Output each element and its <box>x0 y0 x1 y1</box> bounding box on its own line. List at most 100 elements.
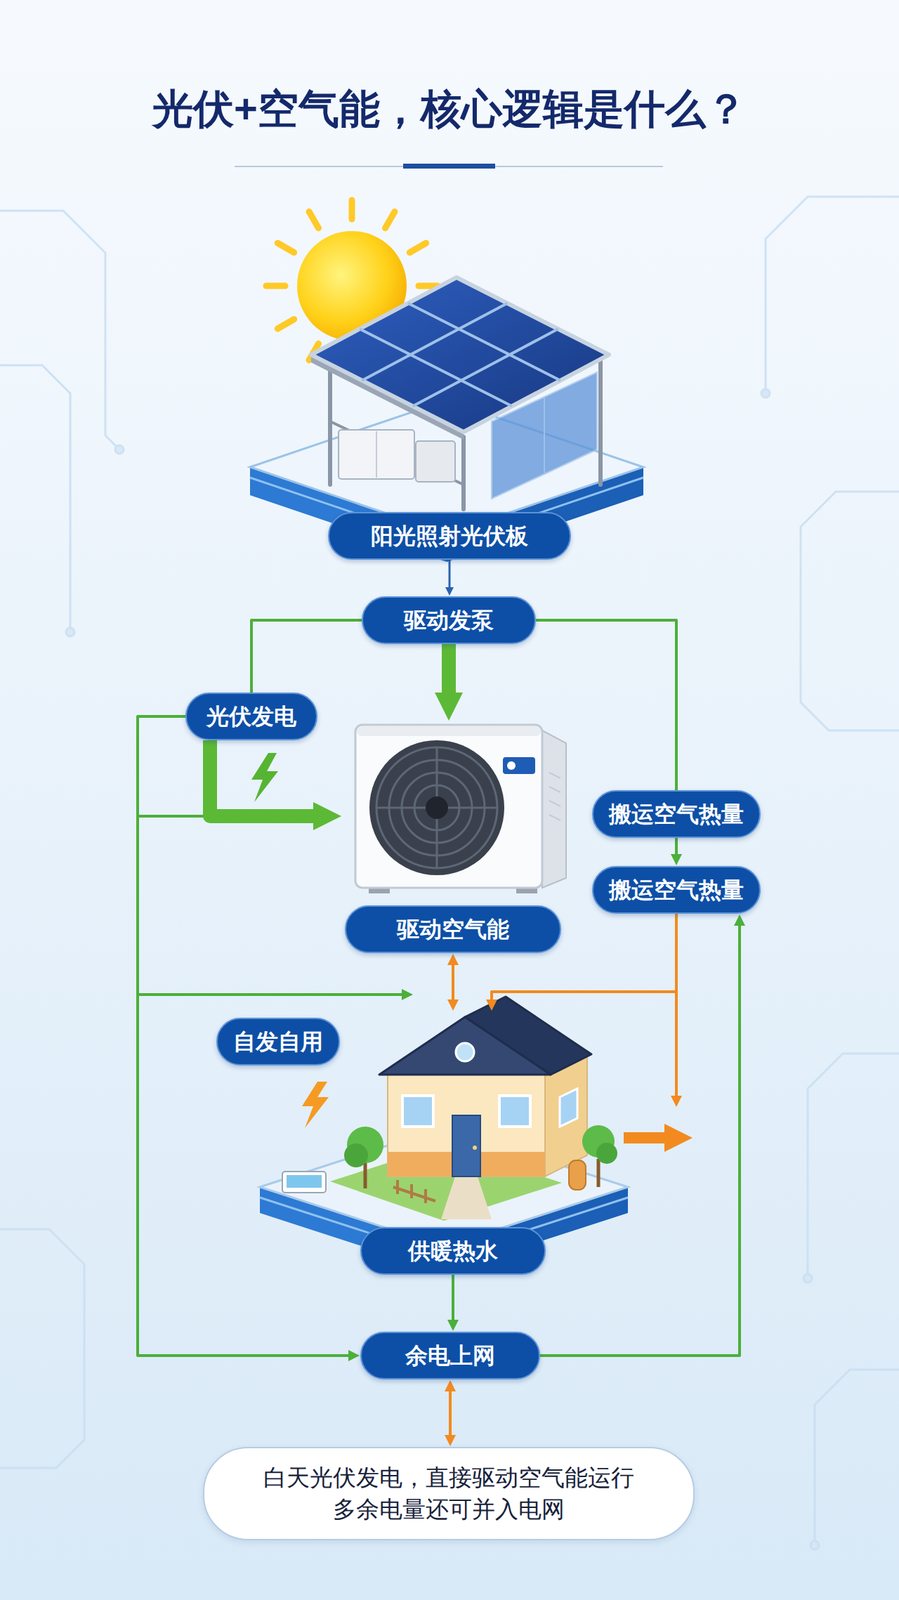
connector-arrow <box>448 1391 452 1435</box>
circuit-decor <box>761 389 770 398</box>
garden <box>344 1143 369 1168</box>
house <box>379 1016 551 1075</box>
flow-decor-arrow <box>137 814 213 818</box>
inverter-box <box>338 429 415 479</box>
sun-icon <box>385 211 396 228</box>
house <box>379 996 592 1177</box>
process-pill: 余电上网 <box>360 1331 541 1380</box>
flow-decor-arrow <box>674 991 678 1096</box>
garden <box>286 1175 322 1188</box>
heat-pump-node: 驱动空气能 <box>340 719 566 954</box>
circuit-decor <box>66 627 75 637</box>
process-pill: 驱动发泵 <box>361 596 536 645</box>
air-source-heat-pump <box>376 747 498 869</box>
house <box>402 1095 434 1127</box>
solar-panel <box>311 277 609 432</box>
node-label: 白天光伏发电，直接驱动空气能运行 多余电量还可并入电网 <box>225 1462 673 1525</box>
air-source-heat-pump <box>549 814 561 821</box>
air-source-heat-pump <box>502 757 536 774</box>
house <box>387 1071 546 1177</box>
air-source-heat-pump <box>376 747 498 869</box>
solar-panel <box>359 303 561 407</box>
lightning-icon <box>302 1081 329 1128</box>
house <box>559 1088 578 1127</box>
inverter-box <box>415 441 456 482</box>
sun-icon <box>266 283 286 290</box>
air-source-heat-pump <box>425 796 449 819</box>
garden <box>596 1158 601 1187</box>
air-source-heat-pump <box>507 761 516 770</box>
garden <box>393 1186 436 1202</box>
title-underline <box>495 165 664 168</box>
title-underline <box>403 163 496 169</box>
inverter-box <box>375 431 378 478</box>
node-label: 驱动发泵 <box>403 606 494 635</box>
connector-arrow <box>448 559 451 588</box>
solar-frame <box>330 421 464 485</box>
solar-frame <box>461 436 466 510</box>
process-pill: 搬运空气热量 <box>592 790 761 838</box>
house-platform <box>441 1176 492 1220</box>
node-label: 搬运空气热量 <box>608 875 744 904</box>
flow-decor-arrow <box>623 1132 665 1144</box>
title-underline <box>234 163 664 169</box>
node-label: 阳光照射光伏板 <box>327 512 572 560</box>
solar-panel <box>412 328 559 406</box>
circuit-decor <box>800 491 899 731</box>
process-pill: 自发自用 <box>216 1017 340 1066</box>
flow-decor-arrow <box>137 993 402 996</box>
garden <box>568 1160 586 1190</box>
house <box>499 1095 531 1127</box>
circuit-decor <box>765 196 899 394</box>
solar-frame <box>327 365 333 485</box>
garden <box>596 1142 618 1164</box>
node-label: 搬运空气热量 <box>608 799 744 829</box>
title-underline <box>234 165 404 168</box>
garden <box>363 1162 368 1189</box>
garden <box>410 1184 413 1199</box>
circuit-decor <box>814 1369 899 1546</box>
air-source-heat-pump <box>369 740 505 876</box>
sun-icon <box>409 243 426 253</box>
summary-box: 白天光伏发电，直接驱动空气能运行 多余电量还可并入电网 <box>202 1446 695 1541</box>
connector-arrow <box>441 644 456 693</box>
garden <box>424 1189 428 1204</box>
house <box>452 1115 481 1177</box>
air-source-heat-pump <box>549 800 561 807</box>
circuit-decor <box>0 196 899 1550</box>
house <box>472 1145 477 1150</box>
node-label: 余电上网 <box>405 1341 496 1370</box>
circuit-decor <box>0 365 71 633</box>
connector-arrow <box>451 965 455 1000</box>
connector-arrow <box>210 740 314 817</box>
house-node: 供暖热水 <box>354 1011 552 1275</box>
sun-icon <box>277 319 294 330</box>
node-label: 驱动空气能 <box>344 905 562 954</box>
circuit-decor <box>810 1540 819 1550</box>
node-label: 光伏发电 <box>206 702 297 731</box>
air-source-heat-pump <box>549 772 561 779</box>
solar-frame <box>598 358 603 485</box>
connector-arrow <box>251 620 362 693</box>
connector-arrow <box>137 716 349 1356</box>
garden <box>396 1179 399 1194</box>
connector-arrow <box>674 837 678 855</box>
air-source-heat-pump <box>355 724 567 894</box>
solar-panel <box>311 277 609 440</box>
title-wrap: 光伏+空气能，核心逻辑是什么？ <box>0 84 899 134</box>
air-source-heat-pump <box>355 724 543 888</box>
air-source-heat-pump <box>542 730 567 888</box>
air-source-heat-pump <box>356 726 541 737</box>
flow-decor-arrow <box>137 816 677 1138</box>
sun-icon <box>309 211 319 228</box>
diagram-title: 光伏+空气能，核心逻辑是什么？ <box>152 84 747 134</box>
sun-icon <box>277 243 294 253</box>
inverter-box <box>543 396 546 475</box>
circuit-decor <box>115 445 124 454</box>
circuit-decor <box>0 1229 85 1468</box>
process-pill: 搬运空气热量 <box>592 865 761 914</box>
process-pill: 光伏发电 <box>185 692 318 741</box>
node-label: 自发自用 <box>233 1027 324 1056</box>
